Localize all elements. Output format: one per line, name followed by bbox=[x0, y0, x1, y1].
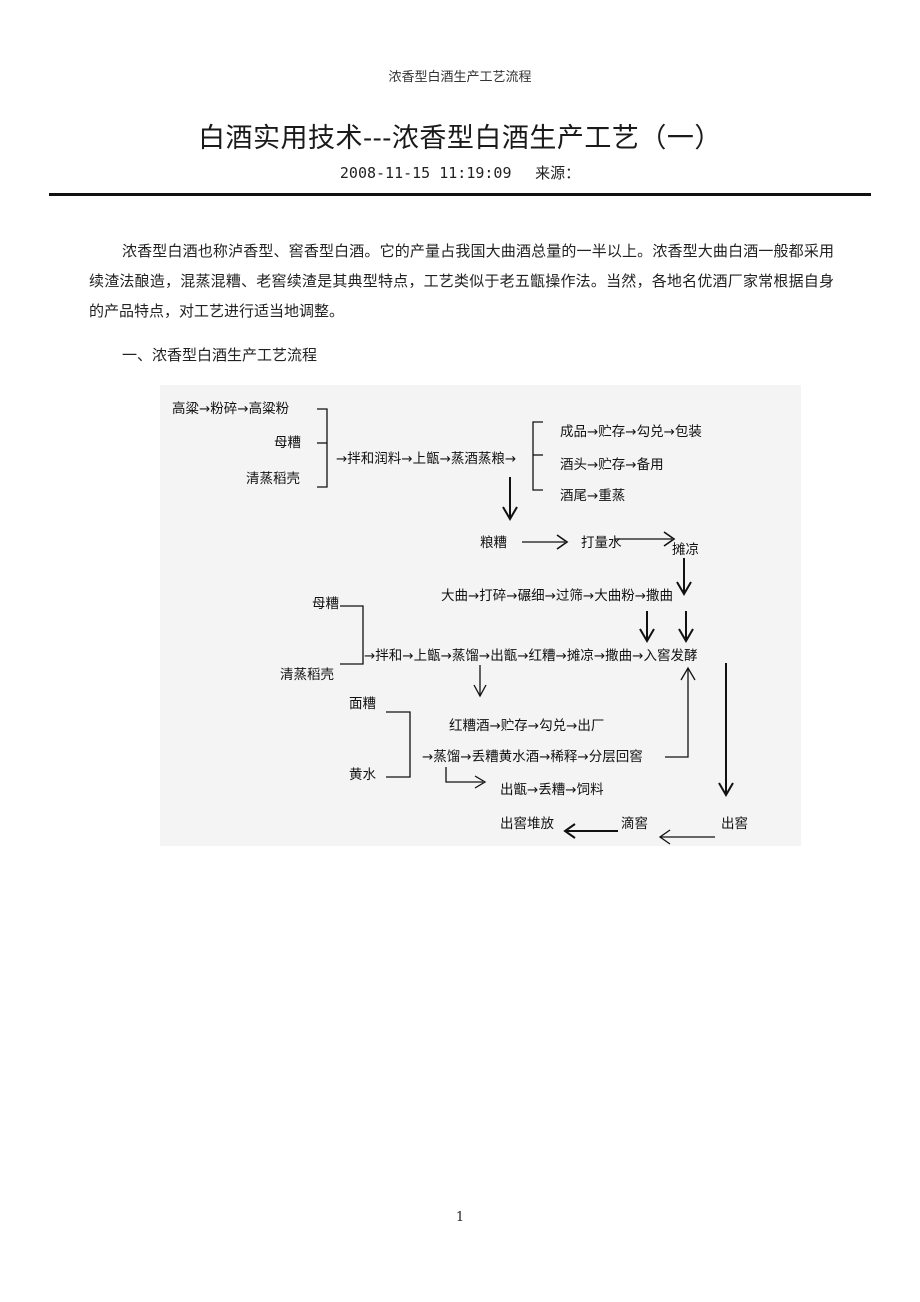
node-head-liquor: 酒头→贮存→备用 bbox=[560, 457, 664, 473]
node-yellow-water-distill: →蒸馏→丢糟黄水酒→稀释→分层回窖 bbox=[422, 749, 643, 765]
article-title: 白酒实用技术---浓香型白酒生产工艺（一） bbox=[198, 123, 722, 154]
section-heading: 一、浓香型白酒生产工艺流程 bbox=[122, 346, 318, 364]
node-mixing-steaming: →拌和润料→上甑→蒸酒蒸粮→ bbox=[336, 451, 517, 467]
source-label: 来源： bbox=[535, 164, 581, 182]
node-cooling-1: 摊凉 bbox=[672, 542, 699, 558]
diagram-connectors bbox=[317, 408, 734, 845]
node-mother-grains-1: 母糟 bbox=[274, 435, 301, 451]
node-tail-liquor: 酒尾→重蒸 bbox=[560, 488, 626, 504]
node-yellow-water: 黄水 bbox=[349, 767, 376, 783]
node-surface-grains: 面糟 bbox=[349, 696, 376, 712]
node-grain-mash: 粮糟 bbox=[480, 535, 507, 551]
node-finished-product: 成品→贮存→勾兑→包装 bbox=[560, 424, 702, 440]
node-pit-stacking: 出窖堆放 bbox=[500, 816, 554, 832]
node-mother-grains-2: 母糟 bbox=[312, 596, 339, 612]
node-sorghum-milling: 高粱→粉碎→高粱粉 bbox=[172, 401, 290, 417]
article-meta: 2008-11-15 11:19:09 来源： bbox=[0, 162, 920, 183]
node-red-grain-liquor: 红糟酒→贮存→勾兑→出厂 bbox=[449, 718, 605, 734]
title-divider bbox=[49, 193, 871, 196]
node-rice-husk-2: 清蒸稻壳 bbox=[280, 667, 334, 683]
node-rice-husk-1: 清蒸稻壳 bbox=[246, 471, 300, 487]
node-main-process: →拌和→上甑→蒸馏→出甑→红糟→摊凉→撒曲→入窖发酵 bbox=[364, 648, 698, 664]
page-number: 1 bbox=[455, 1210, 465, 1225]
running-header: 浓香型白酒生产工艺流程 bbox=[388, 70, 532, 85]
node-add-water: 打量水 bbox=[581, 535, 622, 551]
intro-paragraph: 浓香型白酒也称泸香型、窖香型白酒。它的产量占我国大曲酒总量的一半以上。浓香型大曲… bbox=[89, 242, 834, 320]
process-flow-diagram: 高粱→粉碎→高粱粉 母糟 清蒸稻壳 →拌和润料→上甑→蒸酒蒸粮→ 成品→贮存→勾… bbox=[160, 385, 801, 846]
publish-date: 2008-11-15 11:19:09 bbox=[339, 164, 512, 182]
node-daqu-processing: 大曲→打碎→碾细→过筛→大曲粉→撒曲 bbox=[441, 588, 674, 604]
node-pit-unloading: 出窖 bbox=[721, 816, 748, 832]
node-feed: 出甑→丢糟→饲料 bbox=[500, 782, 604, 798]
node-pit-draining: 滴窖 bbox=[621, 816, 648, 832]
